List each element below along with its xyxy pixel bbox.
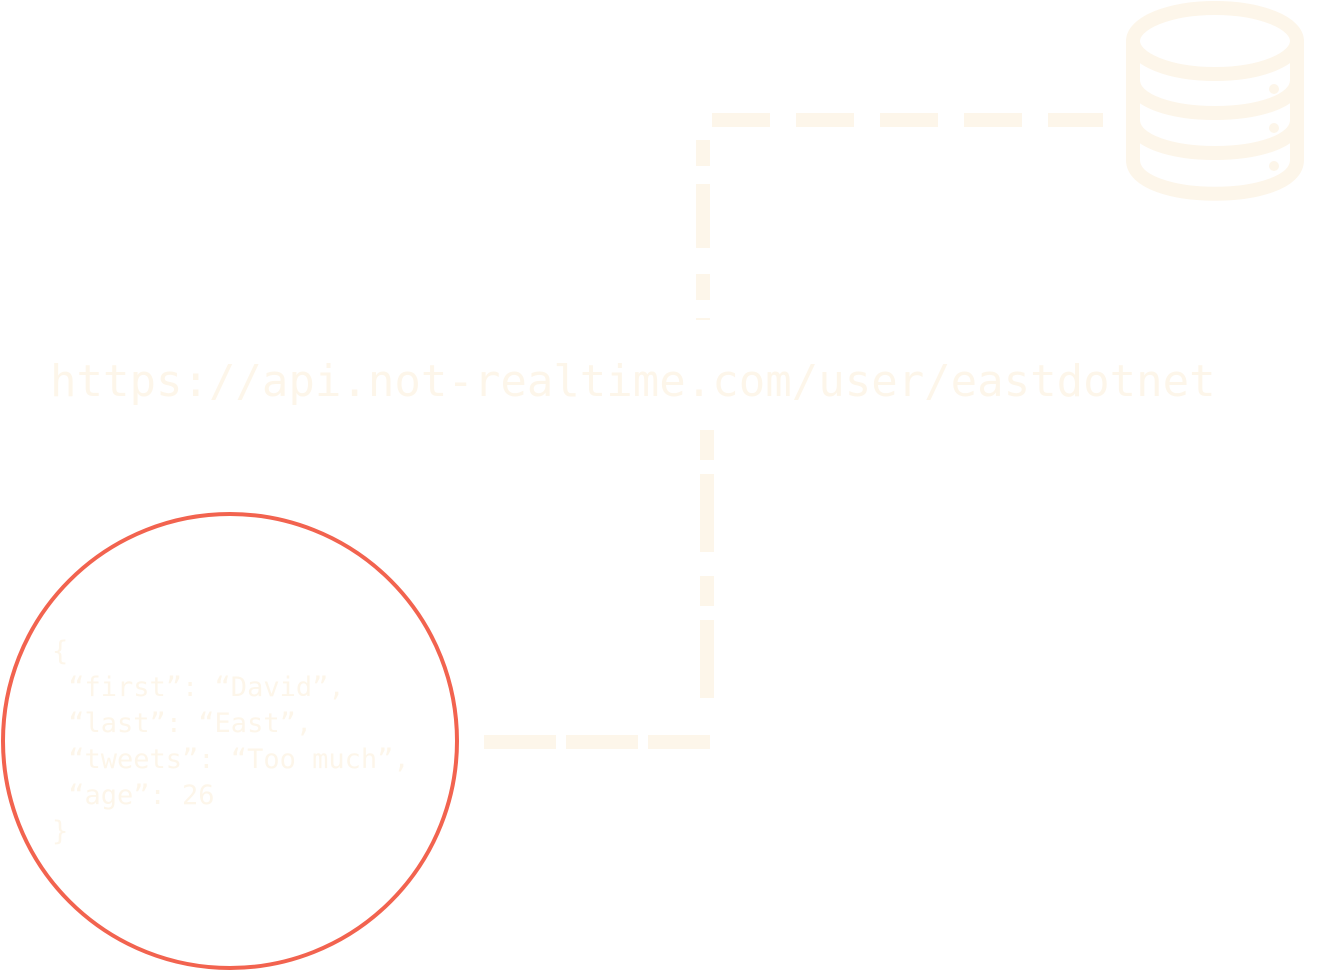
json-line: “age”: 26 — [52, 780, 215, 811]
json-line: “last”: “East”, — [52, 708, 313, 739]
database-icon — [1126, 1, 1304, 201]
json-response: { “first”: “David”, “last”: “East”, “twe… — [52, 634, 410, 850]
api-url: https://api.not-realtime.com/user/eastdo… — [50, 356, 1216, 407]
json-line: { — [52, 636, 69, 667]
json-line: “tweets”: “Too much”, — [52, 744, 410, 775]
client-circle — [1, 512, 459, 970]
json-line: “first”: “David”, — [52, 672, 345, 703]
json-line: } — [52, 816, 69, 847]
